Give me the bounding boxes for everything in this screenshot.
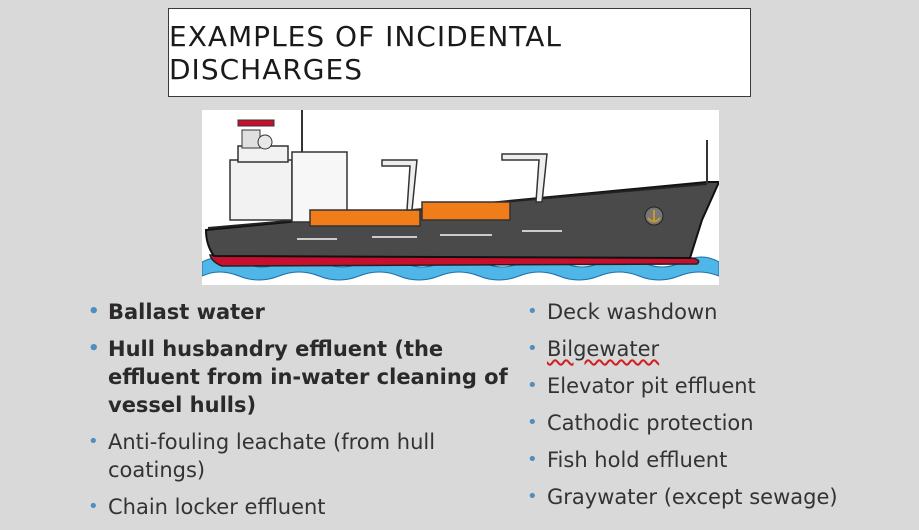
list-item: •Cathodic protection xyxy=(527,411,754,435)
list-item: •Graywater (except sewage) xyxy=(527,485,838,509)
list-item: •Chain locker effluent xyxy=(88,495,326,519)
list-item: •Bilgewater xyxy=(527,337,660,361)
bullet-icon: • xyxy=(88,496,99,517)
cargo-ship-icon xyxy=(201,110,721,281)
title-box: EXAMPLES OF INCIDENTAL DISCHARGES xyxy=(168,8,751,97)
bullet-icon: • xyxy=(527,338,538,359)
bullet-icon: • xyxy=(88,431,99,452)
bullet-icon: • xyxy=(88,338,100,359)
slide-title: EXAMPLES OF INCIDENTAL DISCHARGES xyxy=(169,19,562,86)
list-item: •Ballast water xyxy=(88,300,265,324)
list-item: •Anti-fouling leachate (from hull coatin… xyxy=(88,430,436,482)
list-item: •Elevator pit effluent xyxy=(527,374,756,398)
bullet-icon: • xyxy=(527,449,538,470)
list-item: •Fish hold effluent xyxy=(527,448,728,472)
bullet-icon: • xyxy=(527,412,538,433)
bullet-icon: • xyxy=(527,486,538,507)
left-bullet-list: •Ballast water •Hull husbandry effluent … xyxy=(88,298,508,530)
list-item: •Hull husbandry effluent (the effluent f… xyxy=(88,337,508,417)
bullet-icon: • xyxy=(88,301,100,322)
list-item: •Deck washdown xyxy=(527,300,718,324)
bullet-icon: • xyxy=(527,301,538,322)
ship-illustration xyxy=(201,110,721,285)
right-bullet-list: •Deck washdown •Bilgewater •Elevator pit… xyxy=(527,298,907,520)
bullet-icon: • xyxy=(527,375,538,396)
